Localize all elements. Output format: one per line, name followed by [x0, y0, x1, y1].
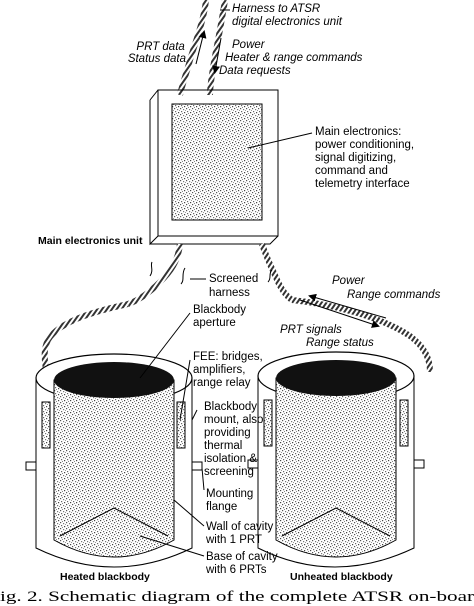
callout-blackbody-mount: Blackbody mount, also providing thermal …	[204, 401, 267, 478]
main-electronics-callout: Main electronics: power conditioning, si…	[315, 126, 417, 190]
unheated-aperture	[276, 360, 396, 396]
screened-harness-label: Screened harness	[209, 273, 261, 299]
electronics-board	[171, 103, 263, 221]
heated-aperture	[54, 362, 174, 398]
screened-harnesses: Screened harness Power Range commands PR…	[41, 243, 441, 373]
right-signals-label: Power Heater & range commands Data reque…	[219, 39, 366, 77]
unheated-board-left	[263, 399, 273, 447]
top-harness: Harness to ATSR digital electronics unit…	[128, 0, 366, 96]
callout-cavity-base: Base of cavity with 6 PRTs	[205, 551, 281, 576]
callout-fee: FEE: bridges, amplifiers, range relay	[193, 351, 266, 389]
heated-blackbody: Blackbody aperture FEE: bridges, amplifi…	[25, 304, 281, 583]
outgoing-arrow	[299, 299, 380, 328]
outgoing-signals-label: Power Range commands	[332, 275, 441, 301]
left-signals-label: PRT data Status data	[128, 41, 188, 65]
main-electronics-leader	[247, 132, 313, 149]
figure-caption: ig. 2. Schematic diagram of the complete…	[0, 589, 474, 605]
harness-to-atsr-label: Harness to ATSR digital electronics unit	[232, 3, 343, 28]
main-unit-title: Main electronics unit	[38, 235, 143, 247]
up-arrow	[195, 30, 207, 65]
unheated-blackbody: Unheated blackbody	[247, 351, 425, 583]
down-arrow	[212, 37, 222, 74]
main-electronics-unit: Main electronics unit Main electronics: …	[38, 89, 417, 247]
unheated-blackbody-label: Unheated blackbody	[290, 571, 393, 583]
callout-cavity-wall: Wall of cavity with 1 PRT	[205, 521, 277, 546]
unheated-board-right	[399, 399, 409, 447]
incoming-signals-label: PRT signals Range status	[280, 324, 374, 349]
heated-fee-board-right	[176, 401, 186, 449]
heated-blackbody-label: Heated blackbody	[60, 571, 150, 583]
heated-fee-board-left	[41, 401, 51, 449]
incoming-arrow	[308, 293, 387, 319]
callout-mounting-flange: Mounting flange	[206, 488, 257, 513]
callout-blackbody-aperture: Blackbody aperture	[193, 304, 249, 329]
